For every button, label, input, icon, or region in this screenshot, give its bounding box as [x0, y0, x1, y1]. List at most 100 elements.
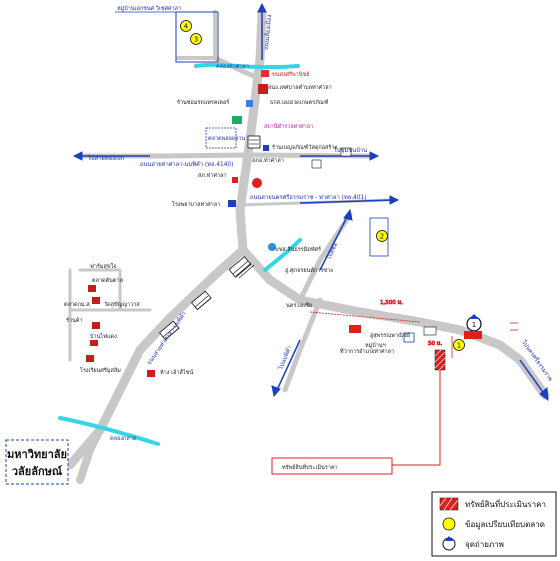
road-left-branch	[282, 297, 323, 393]
bank-icon	[261, 70, 269, 77]
university-box[interactable]: มหาวิทยาลัย วลัยลักษณ์	[5, 439, 69, 485]
temple-left-label: ฟาร์มสุขใจ	[90, 263, 117, 270]
marker-3-label: 3	[194, 36, 198, 44]
market-frame	[205, 127, 237, 149]
marker-2-frame	[369, 217, 389, 257]
shop-repair-label: ร้านซ่อมรถแทรคเตอร์	[177, 99, 229, 106]
photo-point-marker[interactable]: 1	[466, 314, 482, 332]
resort-label: บ้านไฟแดง	[90, 333, 117, 340]
distance-markers: 1,500 ม. 50 ม.	[309, 300, 518, 358]
village-right-label: หมู่บ้านฯ	[365, 342, 386, 349]
arrow-east-head	[369, 151, 380, 161]
marker-2-label: 2	[380, 233, 384, 241]
ptt-right-icon	[464, 331, 482, 339]
left-bottom-icon	[147, 370, 155, 377]
village-box-top	[175, 11, 219, 63]
distance-50-label: 50 ม.	[428, 341, 442, 347]
legend-appraised: ทรัพย์สินที่ประเมินราคา	[439, 497, 546, 511]
appraisal-label: ทรัพย์สินที่ประเมินราคา	[282, 463, 338, 471]
poi-icons	[86, 70, 482, 377]
marker-1-label: 1	[457, 342, 461, 350]
gas-station-label: อู่.ศุภจรยนต์การช่าง	[285, 267, 333, 274]
road-4140-label: ถนนสายท่าศาลา-นบพิตำ (ทล.4140)	[140, 161, 233, 168]
arrow-right-north-head	[343, 208, 353, 221]
shop-police-label: ขนส่งศรีพานิชย์	[272, 71, 309, 78]
map-labels: คลองท่าศาลา ถนนเลี่ยงเมือง ขนส่งศรีพานิช…	[64, 14, 555, 442]
legend-photo-point: จุดถ่ายภาพ	[442, 536, 504, 551]
school-icon	[311, 159, 322, 169]
legend-appraised-label: ทรัพย์สินที่ประเมินราคา	[465, 498, 546, 509]
market-markers: 4 3 2 1	[180, 20, 465, 351]
map-legend: ทรัพย์สินที่ประเมินราคา ข้อมูลเปรียบเทีย…	[431, 491, 557, 557]
river-bottom	[58, 416, 160, 446]
road-to-university	[76, 426, 104, 484]
marker-1[interactable]: 1	[453, 339, 465, 351]
left-bank-icon	[88, 285, 96, 292]
school-label: นคร.เอเซีย	[286, 302, 312, 309]
bank-kasikorn-label: ธกส.เฮงฮวดเกษตรภัณฑ์	[270, 99, 329, 106]
police-icon	[263, 145, 269, 151]
road-network	[65, 7, 550, 484]
arrow-sw-line	[276, 339, 301, 391]
marker-4[interactable]: 4	[180, 20, 192, 32]
river-top	[194, 62, 300, 70]
village-right-icon	[403, 332, 415, 343]
road-right-north	[297, 212, 353, 303]
photo-point-label: 1	[472, 321, 476, 329]
shop-right-label: อู่สุพรรณพาณิชย์	[370, 332, 410, 339]
market-label: ตลาดพลอยจาน	[208, 136, 245, 142]
village-wichetsala-label: หมู่บ้านเอกชนศ วิเชศศาลา	[117, 5, 181, 12]
rail-crossings	[158, 135, 261, 341]
shop-bottom-label: ห้าง เฮ้าส์ไชน์	[160, 369, 193, 376]
mosque-label: โรงเรียนศรีมุสลิม	[80, 366, 121, 374]
legend-market-data-label: ข้อมูลเปรียบเทียบตลาด	[465, 520, 545, 530]
road-401-label: ถนนสายนครศรีธรรมราช - ท่าศาลา (ทล.401)	[250, 194, 367, 201]
shop-icon-2	[232, 116, 242, 124]
hospital-label: โรงพยาบาลท่าศาลา	[172, 200, 220, 208]
shop-icon-1	[246, 100, 253, 107]
arrow-sw-head	[271, 385, 281, 398]
marker-4-label: 4	[184, 23, 189, 31]
road-top-connect	[212, 55, 261, 81]
arrow-se-line	[519, 359, 546, 396]
left-mosque-icon	[86, 355, 94, 362]
shop-dao-label: สนง.เทศบาลตำบลท่าศาลา	[268, 84, 332, 91]
appraised-property[interactable]	[434, 349, 446, 371]
rivers	[58, 62, 302, 446]
shop-left-label: ร้านค้า	[66, 317, 83, 324]
road-main-north-label: ถนนเลี่ยงเมือง	[262, 14, 273, 50]
appraisal-pointer	[392, 370, 441, 466]
river-top-label: คลองท่าศาลา	[216, 63, 249, 70]
office-icon	[228, 200, 236, 207]
toyota-icon	[349, 325, 361, 333]
river-bottom-label: คลองกลาย	[110, 436, 136, 442]
rail-crossing-4	[247, 135, 261, 149]
dist-office-label: สภ.ท่าศาลา	[198, 172, 226, 179]
road-left-north-label: ไปนบพิตำ	[276, 344, 293, 371]
road-main-southeast	[455, 325, 550, 400]
rail-hatch	[162, 139, 259, 340]
ptt-icon	[268, 243, 276, 251]
direction-arrows	[72, 2, 549, 402]
road-local-left-1	[78, 268, 122, 312]
bank-left-label: วัดสุขัญญาวาส	[104, 301, 140, 308]
marker-2[interactable]: 2	[369, 217, 389, 257]
arrow-west-head	[72, 151, 83, 161]
legend-photo-point-label: จุดถ่ายภาพ	[465, 540, 504, 549]
distance-line-1500	[309, 311, 421, 323]
left-office-icon	[92, 322, 100, 329]
temple-icon	[258, 84, 268, 94]
marker-3[interactable]: 3	[190, 33, 202, 45]
hotel-label: ตลาดต้นตาล	[92, 277, 123, 284]
arrow-401-line	[299, 199, 393, 204]
east-arrow-label: ไปชุมชนบ้าน	[333, 146, 367, 154]
road-main-north	[235, 7, 465, 335]
arrow-right-north-line	[319, 214, 349, 271]
left-shop-icon	[92, 297, 100, 304]
rail-crossing-1	[228, 256, 252, 278]
station-icon	[340, 147, 352, 157]
appraisal-label-box	[271, 457, 393, 475]
district-office-label: ที่ว่าการอำเภอท่าศาลา	[340, 347, 395, 355]
west-arrow-label: ไปสายทองเปก	[87, 154, 125, 162]
